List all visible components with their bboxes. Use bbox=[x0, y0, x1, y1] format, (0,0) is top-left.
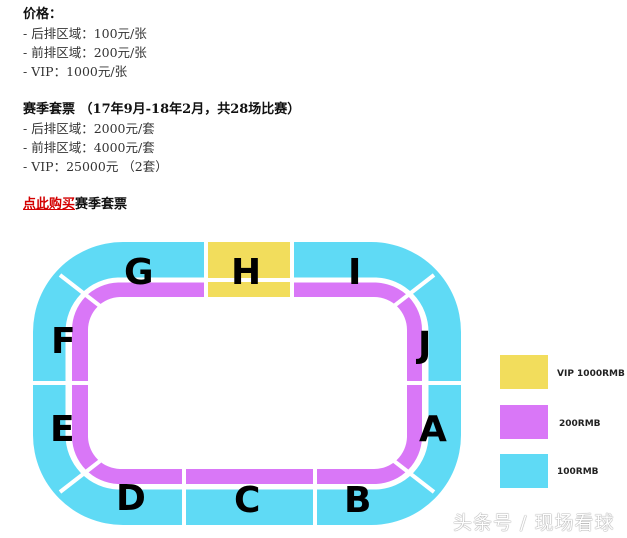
ticket-info: 价格： - 后排区域：100元/张 - 前排区域：200元/张 - VIP：10… bbox=[23, 5, 300, 214]
watermark: 头条号 / 现场看球 bbox=[453, 512, 615, 534]
season-vip: - VIP：25000元 （2套） bbox=[23, 159, 168, 174]
label-g: G bbox=[124, 252, 154, 293]
section-h-front[interactable] bbox=[206, 282, 292, 297]
label-c: C bbox=[234, 480, 260, 521]
buy-link[interactable]: 点此购买 bbox=[23, 197, 76, 212]
label-j: J bbox=[415, 325, 431, 366]
section-h-back[interactable] bbox=[206, 242, 292, 278]
season-back-row: - 后排区域：2000元/套 bbox=[23, 121, 155, 136]
season-ticket-heading: 赛季套票 （17年9月-18年2月，共28场比赛） bbox=[23, 102, 301, 117]
legend-swatch-back bbox=[500, 454, 548, 488]
season-front-row: - 前排区域：4000元/套 bbox=[23, 140, 155, 155]
buy-rest-text: 赛季套票 bbox=[75, 197, 128, 212]
back-ring bbox=[33, 242, 461, 525]
label-h: H bbox=[231, 252, 261, 293]
section-dividers bbox=[28, 238, 466, 530]
label-b: B bbox=[344, 480, 371, 521]
legend-label-vip: VIP 1000RMB bbox=[557, 369, 625, 379]
pricing-heading: 价格： bbox=[23, 7, 63, 22]
price-front-row: - 前排区域：200元/张 bbox=[23, 45, 147, 60]
legend-label-back: 100RMB bbox=[557, 467, 599, 477]
legend-swatch-vip bbox=[500, 355, 548, 389]
legend-swatch-front bbox=[500, 405, 548, 439]
price-vip: - VIP：1000元/张 bbox=[23, 64, 128, 79]
front-ring bbox=[71, 282, 423, 484]
label-f: F bbox=[51, 321, 76, 362]
price-back-row: - 后排区域：100元/张 bbox=[23, 26, 147, 41]
label-i: I bbox=[348, 252, 361, 293]
label-a: A bbox=[419, 409, 447, 450]
buy-line: 点此购买赛季套票 bbox=[23, 195, 300, 214]
label-e: E bbox=[50, 409, 75, 450]
legend-label-front: 200RMB bbox=[559, 419, 601, 429]
legend: VIP 1000RMB 200RMB 100RMB bbox=[500, 355, 625, 488]
label-d: D bbox=[116, 478, 146, 519]
